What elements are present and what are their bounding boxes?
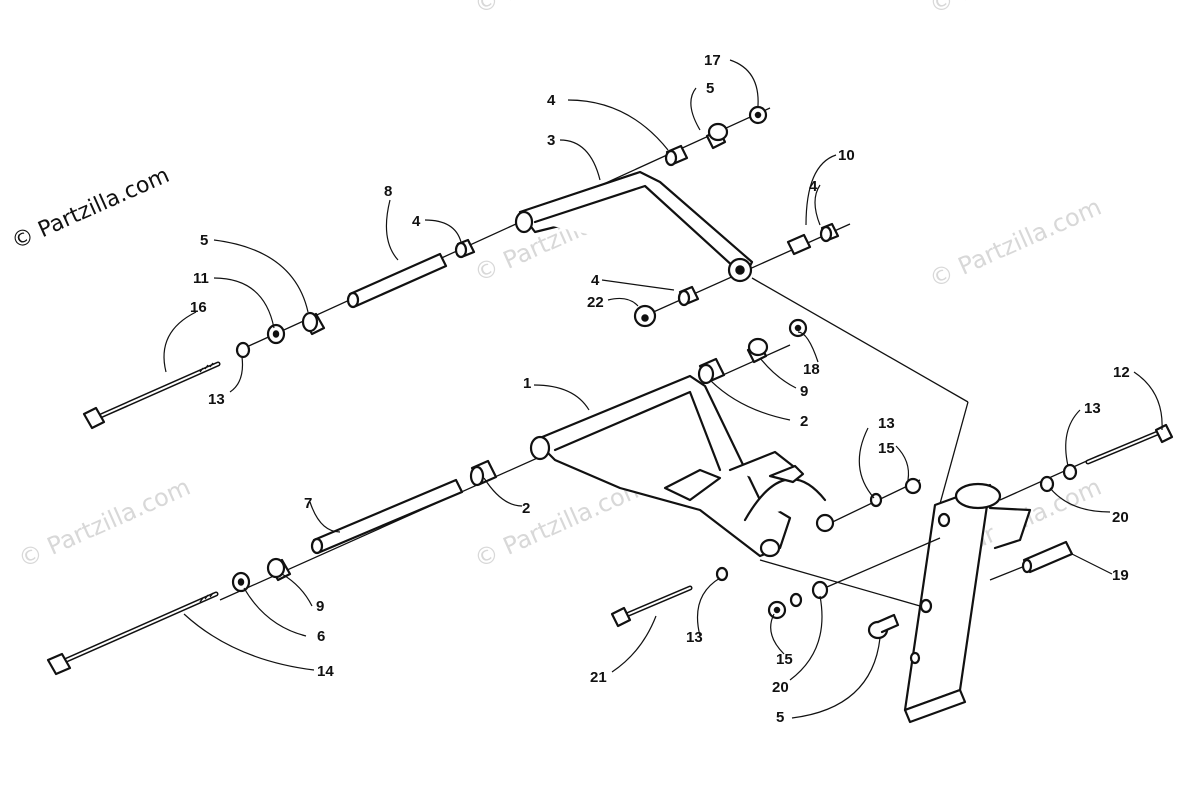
callout-labels: 17 5 4 3 10 4 8 4 5 11 16 13 4 22 18 9 1…	[190, 52, 1130, 726]
callout-1: 1	[523, 375, 531, 392]
callout-11: 11	[193, 270, 209, 287]
callout-4: 4	[547, 92, 556, 109]
nut-13-upper	[235, 341, 251, 359]
callout-16: 16	[190, 299, 207, 316]
axis-line-shock-bottom	[819, 537, 941, 591]
bushing-4-rear-a	[786, 233, 812, 256]
callout-13: 13	[1084, 400, 1101, 417]
callout-10: 10	[838, 147, 855, 164]
bushing-9-upper	[746, 337, 769, 364]
bushing-2-upper	[697, 357, 726, 385]
shock-link-line	[751, 277, 969, 403]
callout-15: 15	[878, 440, 895, 457]
callout-8: 8	[384, 183, 392, 200]
callout-18: 18	[803, 361, 820, 378]
callout-17: 17	[704, 52, 721, 69]
callout-20: 20	[772, 679, 789, 696]
callout-2: 2	[800, 413, 808, 430]
callout-21: 21	[590, 669, 607, 686]
callout-4: 4	[591, 272, 600, 289]
bushing-4-upper-right	[664, 144, 689, 167]
callout-5: 5	[200, 232, 208, 249]
callout-12: 12	[1113, 364, 1130, 381]
callout-13: 13	[686, 629, 703, 646]
callout-4: 4	[809, 178, 818, 195]
washer-13-lower	[789, 592, 803, 608]
bolt-14	[46, 591, 219, 676]
sleeve-8	[346, 252, 448, 309]
washer-20-right	[1039, 475, 1055, 493]
callout-9: 9	[800, 383, 808, 400]
leader-lines	[163, 59, 1163, 719]
washer-11	[266, 323, 286, 345]
bushing-4-center	[677, 285, 700, 307]
callout-5: 5	[776, 709, 784, 726]
nut-13-lower	[715, 566, 729, 582]
sleeve-7	[310, 478, 464, 555]
nut-22	[633, 304, 657, 328]
bushing-5-upper-right	[705, 122, 729, 150]
washer-20-lower	[811, 580, 829, 600]
axis-line-lower-rear	[819, 479, 921, 529]
callout-7: 7	[304, 495, 312, 512]
callout-9: 9	[316, 598, 324, 615]
callout-2: 2	[522, 500, 530, 517]
callout-6: 6	[317, 628, 325, 645]
bolt-12	[1085, 423, 1174, 465]
callout-20: 20	[1112, 509, 1129, 526]
nut-18	[788, 318, 808, 338]
nut-15-lower	[767, 600, 787, 620]
callout-22: 22	[587, 294, 604, 311]
upper-a-arm-3	[514, 170, 754, 283]
washer-6	[231, 571, 251, 593]
lower-a-arm-1	[529, 374, 835, 558]
bushing-9-lower-left	[266, 557, 292, 582]
bolt-16	[82, 361, 221, 430]
nut-15-mid	[904, 477, 922, 495]
nut-17	[748, 105, 768, 125]
bolt-21	[610, 585, 693, 628]
callout-19: 19	[1112, 567, 1129, 584]
callout-13: 13	[208, 391, 225, 408]
callout-5: 5	[706, 80, 714, 97]
bushing-5-upper-left	[301, 311, 326, 336]
pin-19	[1021, 540, 1074, 574]
callout-15: 15	[776, 651, 793, 668]
nut-13-right	[1062, 463, 1078, 481]
bushing-4-rear-b	[819, 222, 840, 243]
callout-3: 3	[547, 132, 555, 149]
bushing-2-lower	[469, 459, 498, 487]
bushing-5-lower	[867, 613, 900, 640]
callout-4: 4	[412, 213, 421, 230]
shock-absorber	[903, 482, 1032, 724]
callout-14: 14	[317, 663, 334, 680]
bushing-4-upper-left	[454, 238, 476, 259]
callout-13: 13	[878, 415, 895, 432]
axis-line-shock-lower	[759, 559, 921, 607]
